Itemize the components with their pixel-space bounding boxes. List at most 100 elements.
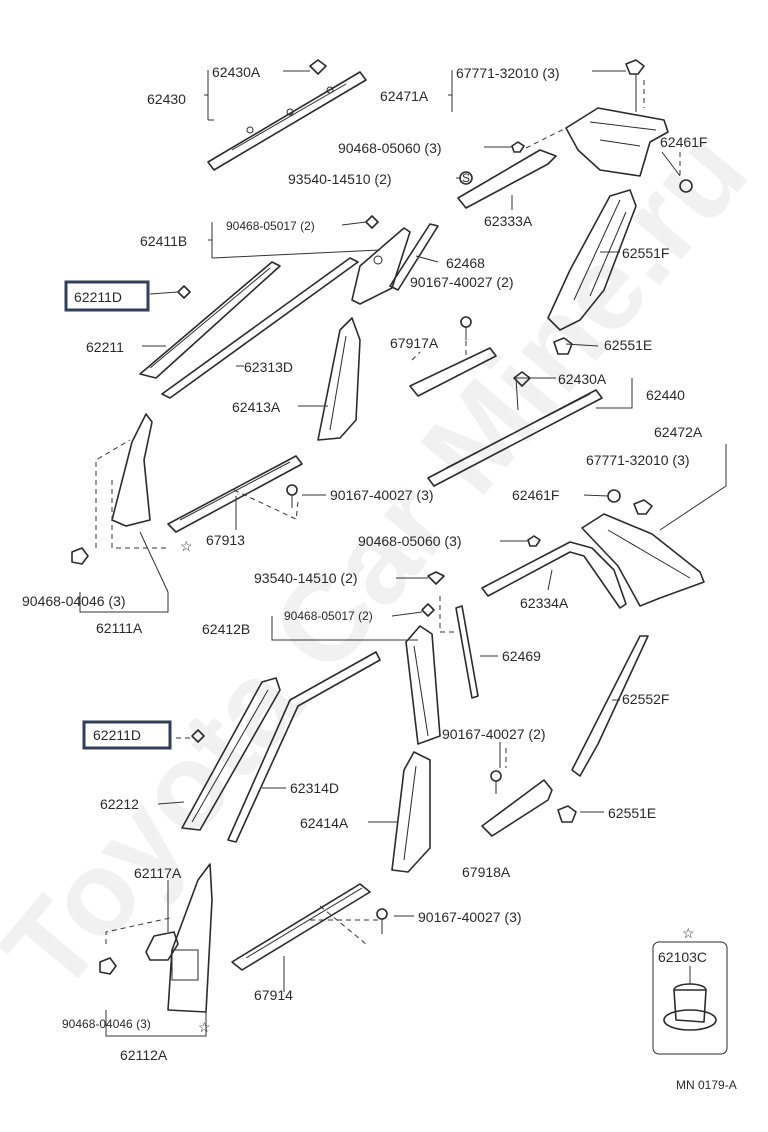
clip-62551E-icon-2 [557, 805, 577, 823]
svg-text:☆: ☆ [682, 925, 695, 941]
label-90468-05060: 90468-05060 (3) [338, 140, 442, 156]
label-93540-14510-2: 93540-14510 (2) [254, 570, 358, 586]
part-62552F-pillar [571, 635, 649, 777]
label-90468-05017: 90468-05017 (2) [226, 219, 315, 233]
part-62212-strip [181, 677, 281, 831]
label-62413A: 62413A [232, 399, 281, 415]
star-marker-icon: ☆ [180, 538, 193, 554]
label-62551E-2: 62551E [608, 805, 656, 821]
label-62334A: 62334A [520, 595, 569, 611]
svg-text:☆: ☆ [180, 538, 193, 554]
clip-90468-05017-icon-2 [421, 603, 435, 617]
label-62314D: 62314D [290, 780, 339, 796]
label-62211D: 62211D [74, 289, 122, 305]
label-62313D: 62313D [244, 359, 293, 375]
part-62551F-pillar [547, 189, 637, 331]
label-67913: 67913 [206, 532, 245, 548]
label-62412B: 62412B [202, 621, 250, 637]
label-62430A: 62430A [212, 64, 261, 80]
clip-90468-04046-icon [71, 547, 89, 565]
part-62430-rail [207, 71, 367, 171]
screw-90468-05060-icon [511, 141, 525, 153]
highlight-box-62211D-2 [82, 720, 172, 750]
label-62552F: 62552F [622, 691, 669, 707]
part-62414A-pillar [391, 751, 431, 873]
label-67918A: 67918A [462, 864, 511, 880]
clip-90468-04046-icon-2 [99, 957, 117, 975]
label-62411B: 62411B [140, 233, 187, 249]
label-62471A: 62471A [380, 88, 429, 104]
footer-code: MN 0179-A [676, 1078, 737, 1092]
parts-drawing: S [71, 59, 728, 1055]
screw-90167-40027-icon-3 [490, 770, 502, 794]
clip-90468-05017-icon [365, 215, 379, 229]
label-62461F-2: 62461F [512, 487, 559, 503]
label-62430A-2: 62430A [558, 371, 607, 387]
label-67771-32010-2: 67771-32010 (3) [586, 452, 690, 468]
part-62211-strip [139, 261, 281, 379]
label-62440: 62440 [646, 387, 685, 403]
label-90468-04046-2: 90468-04046 (3) [62, 1017, 151, 1031]
label-62551F: 62551F [622, 245, 669, 261]
label-93540-14510: 93540-14510 (2) [288, 171, 392, 187]
part-62472A-trim [581, 513, 705, 607]
part-62411B-trim [351, 227, 411, 305]
part-62117A-cover [145, 931, 179, 961]
star-marker-icon-2: ☆ [198, 1019, 211, 1035]
svg-text:☆: ☆ [198, 1019, 211, 1035]
part-62468-trim [389, 223, 439, 291]
clip-62430A-icon [309, 59, 327, 75]
part-62333A-strip [457, 149, 557, 209]
screw-90167-40027-icon-4 [376, 908, 388, 934]
label-90167-40027-3: 90167-40027 (2) [442, 726, 546, 742]
part-62334A-strip [481, 541, 627, 609]
screw-90468-05060-icon-2 [527, 535, 541, 547]
label-90468-05017-2: 90468-05017 (2) [284, 609, 373, 623]
label-62211: 62211 [86, 339, 124, 355]
label-90167-40027-4: 90167-40027 (3) [418, 909, 522, 925]
highlight-box-62211D [64, 280, 150, 312]
label-62212: 62212 [100, 796, 139, 812]
label-90167-40027: 90167-40027 (2) [410, 274, 514, 290]
clip-67771-icon [625, 59, 645, 112]
part-labels: 62430A 62430 67771-32010 (3) 62471A 9046… [22, 64, 737, 1092]
label-90468-05060-2: 90468-05060 (3) [358, 533, 462, 549]
label-62211D-2: 62211D [93, 727, 141, 743]
part-62313D-weatherstrip [161, 257, 359, 399]
part-62440-rail [427, 389, 603, 487]
clip-62551E-icon [553, 337, 573, 355]
label-62468: 62468 [446, 255, 485, 271]
label-90468-04046: 90468-04046 (3) [22, 593, 126, 609]
part-67914-scuff-plate [231, 883, 371, 971]
label-62551E: 62551E [604, 337, 652, 353]
clip-62461F-icon-2 [607, 489, 621, 503]
watermark-text: Toyota Car Mine.ru [0, 105, 768, 1017]
star-marker-icon-3: ☆ [682, 925, 695, 941]
label-62461F: 62461F [660, 134, 707, 150]
part-62314D-weatherstrip [227, 651, 381, 843]
label-67917A: 67917A [390, 335, 439, 351]
label-62112A: 62112A [120, 1047, 168, 1063]
part-67918A-plate [481, 779, 553, 837]
part-62111A-pillar [111, 413, 153, 527]
screw-90167-40027-icon-2 [286, 484, 298, 508]
part-67913-scuff-plate [167, 455, 303, 533]
fastener-93540-icon: S [459, 171, 473, 185]
part-62412B-pillar [405, 625, 441, 745]
svg-text:S: S [462, 171, 470, 185]
part-62471A-trim [565, 107, 669, 177]
label-62469: 62469 [502, 648, 541, 664]
part-62413A-pillar [317, 317, 361, 441]
label-62103C: 62103C [658, 949, 707, 965]
clip-62211D-icon [177, 285, 191, 299]
label-62117A: 62117A [134, 865, 182, 881]
label-62472A: 62472A [654, 424, 703, 440]
label-62333A: 62333A [484, 213, 533, 229]
fastener-93540-icon-2 [427, 571, 445, 585]
label-67914: 67914 [254, 987, 293, 1003]
label-90167-40027-2: 90167-40027 (3) [330, 487, 434, 503]
clip-67771-icon-2 [633, 499, 653, 515]
clip-62211D-icon-2 [191, 729, 205, 743]
label-67771-32010: 67771-32010 (3) [456, 65, 560, 81]
